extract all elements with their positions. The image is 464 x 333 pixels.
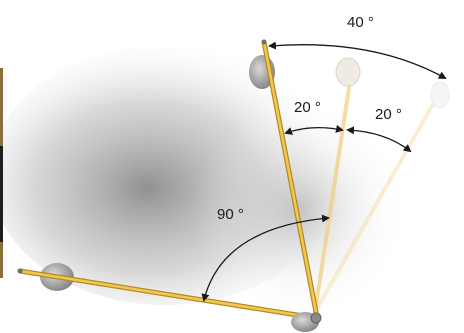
arc-20-left [284,124,344,135]
central-hinge [291,312,322,332]
arc-20-right [346,126,412,153]
label-angle-20-right: 20 ° [375,106,402,123]
lower-arm [17,263,319,321]
arc-90 [201,214,330,302]
label-angle-40: 40 ° [347,14,374,31]
label-angle-90: 90 ° [217,206,244,223]
ghost-arm-40 [313,81,450,314]
edge-strip-middle [0,146,3,242]
arc-40 [268,41,447,79]
label-angle-20-left: 20 ° [294,99,321,116]
edge-strip-bottom [0,242,3,278]
edge-strip-top [0,68,3,146]
